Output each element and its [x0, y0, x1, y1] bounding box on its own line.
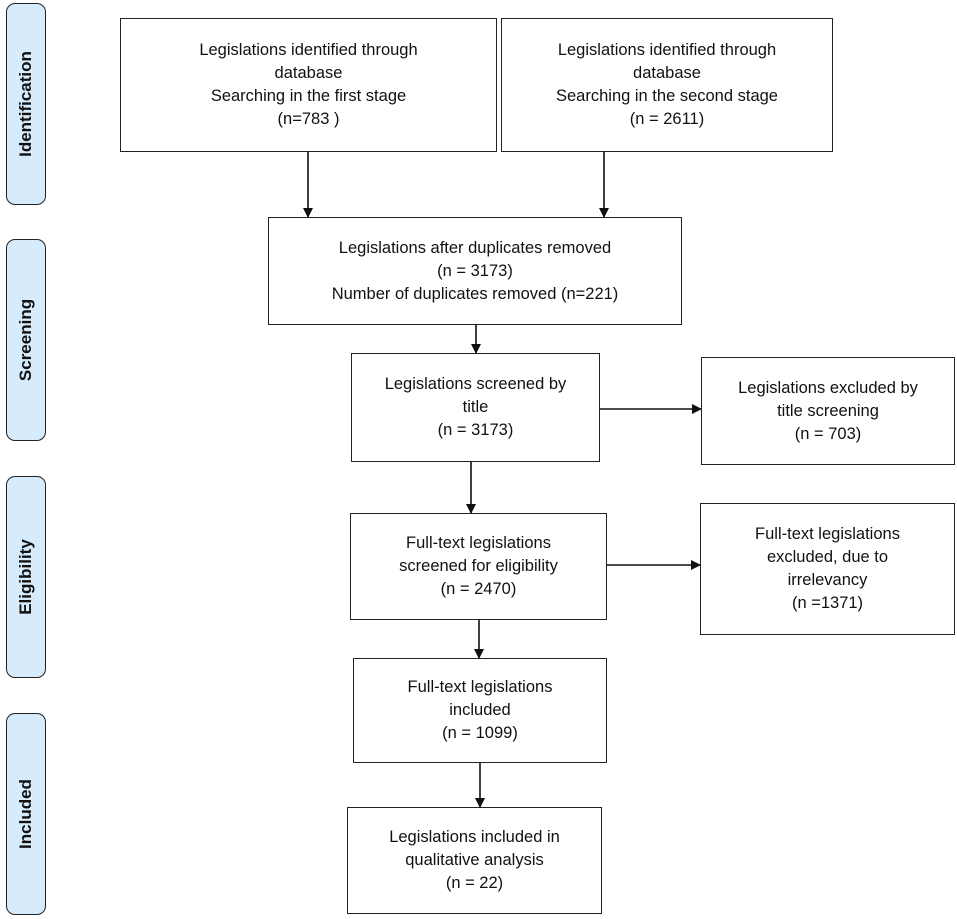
- box-line: Legislations screened by: [384, 375, 567, 393]
- box-line: Full-text legislations: [407, 678, 553, 696]
- box-line: title screening: [777, 401, 879, 420]
- box-line: Number of duplicates removed (n=221): [331, 284, 619, 303]
- box-qualitative-analysis: Legislations included in qualitative ana…: [347, 807, 602, 914]
- box-line: Full-text legislations: [755, 525, 900, 543]
- box-screened-by-title: Legislations screened by title (n = 3173…: [351, 353, 600, 462]
- box-line: (n =1371): [791, 594, 864, 612]
- box-line: (n = 2470): [440, 580, 517, 598]
- box-first-stage-search: Legislations identified through database…: [120, 18, 497, 152]
- box-line: (n = 703): [794, 424, 862, 443]
- box-line: irrelevancy: [787, 571, 868, 589]
- box-line: Searching in the second stage: [556, 87, 778, 105]
- stage-included: Included: [6, 713, 46, 915]
- box-line: excluded, due to: [766, 548, 889, 566]
- box-line: Searching in the first stage: [210, 87, 407, 105]
- box-line: (n = 22): [445, 874, 504, 892]
- box-line: (n = 1099): [442, 724, 518, 742]
- box-line: database: [633, 64, 701, 82]
- box-line: Legislations identified through: [199, 41, 418, 59]
- box-line: Full-text legislations: [406, 534, 551, 552]
- box-line: Legislations identified through: [557, 41, 777, 59]
- box-fulltext-screened: Full-text legislations screened for elig…: [350, 513, 607, 620]
- box-line: qualitative analysis: [405, 851, 544, 869]
- box-line: included: [449, 701, 511, 719]
- box-line: (n = 2611): [629, 110, 705, 128]
- box-second-stage-search: Legislations identified through database…: [501, 18, 833, 152]
- box-fulltext-included: Full-text legislations included (n = 109…: [353, 658, 607, 763]
- stage-screening: Screening: [6, 239, 46, 441]
- box-line: (n=783 ): [277, 110, 340, 128]
- box-line: screened for eligibility: [399, 557, 558, 575]
- stage-eligibility: Eligibility: [6, 476, 46, 678]
- box-excluded-title-screening: Legislations excluded by title screening…: [701, 357, 955, 465]
- box-line: Legislations after duplicates removed: [338, 238, 612, 257]
- box-line: (n = 3173): [437, 261, 513, 280]
- box-line: (n = 3173): [437, 421, 514, 439]
- box-line: Legislations included in: [389, 828, 560, 846]
- box-fulltext-excluded: Full-text legislations excluded, due to …: [700, 503, 955, 635]
- stage-identification: Identification: [6, 3, 46, 205]
- box-line: title: [462, 398, 489, 416]
- box-duplicates-removed: Legislations after duplicates removed (n…: [268, 217, 682, 325]
- box-line: database: [274, 64, 343, 82]
- box-line: Legislations excluded by: [738, 378, 918, 397]
